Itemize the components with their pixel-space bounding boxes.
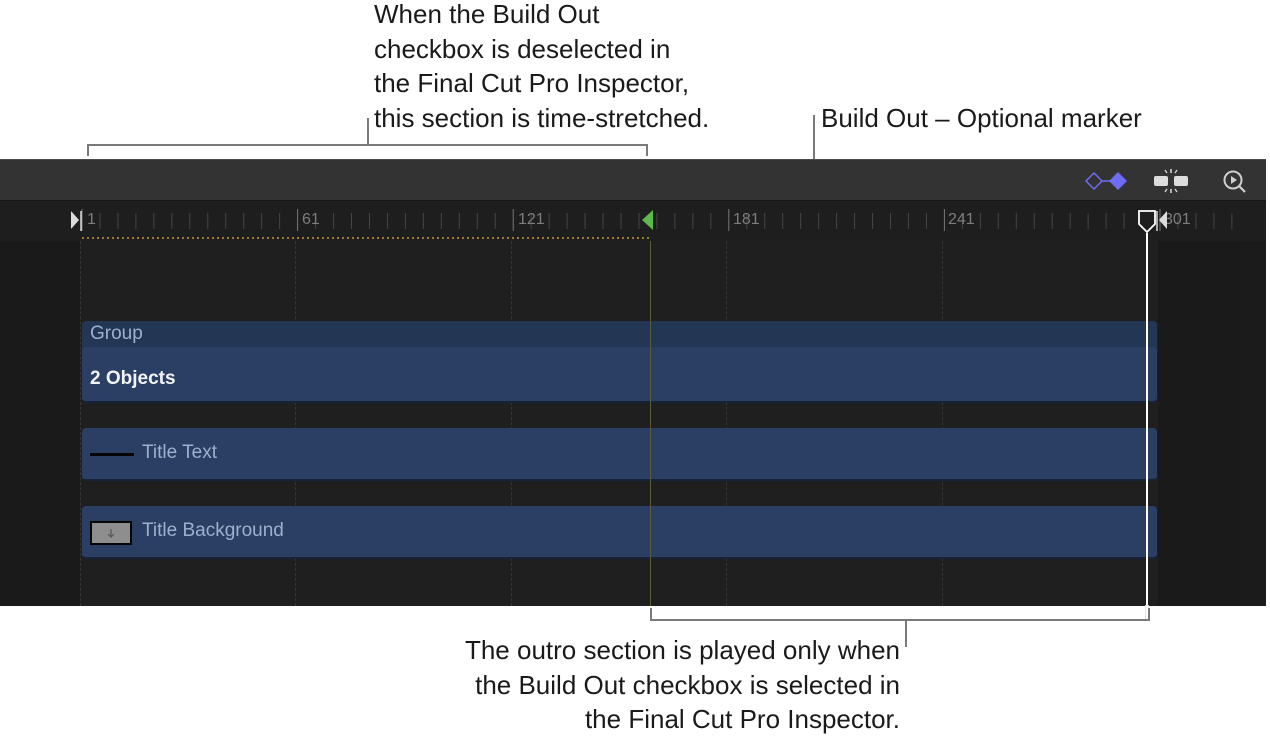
playhead-line: [1146, 233, 1148, 606]
title-background-track[interactable]: Title Background: [82, 506, 1157, 559]
grid-line: [80, 241, 81, 606]
bracket-top-stem: [367, 118, 369, 145]
ruler-label: 241: [948, 211, 975, 228]
bracket-bottom-left-tick: [650, 608, 652, 621]
annotation-build-out-stretch: When the Build Out checkbox is deselecte…: [374, 0, 709, 135]
keyframe-diamonds-button[interactable]: [1084, 168, 1130, 194]
group-track-label: Group: [90, 323, 143, 344]
bracket-bottom-right-tick: [1148, 608, 1150, 621]
annotation-line: the Final Cut Pro Inspector.: [584, 704, 900, 734]
group-object-count: 2 Objects: [90, 368, 176, 389]
bracket-top-left-tick: [87, 144, 89, 156]
bracket-bottom-horizontal: [650, 619, 1150, 621]
text-layer-icon: [90, 453, 134, 456]
group-track-body: [82, 347, 1157, 401]
ruler-label: 121: [518, 211, 545, 228]
grid-line: [726, 241, 727, 606]
outside-range-right: [1158, 241, 1240, 606]
zoom-to-playhead-button[interactable]: [1220, 168, 1250, 194]
group-track[interactable]: Group 2 Objects: [82, 321, 1157, 403]
timeline-panel: 1 61 121 181 241 301 Group: [0, 159, 1266, 606]
title-text-label: Title Text: [142, 442, 217, 463]
bracket-top-horizontal: [87, 144, 648, 146]
timeline-toolbar: [0, 159, 1266, 201]
annotation-line: this section is time-stretched.: [374, 102, 710, 133]
timeline-ruler[interactable]: 1 61 121 181 241 301: [0, 201, 1266, 241]
annotation-line: the Final Cut Pro Inspector,: [374, 68, 690, 98]
grid-line: [295, 241, 296, 606]
keyframe-diamonds-icon: [1084, 171, 1127, 191]
title-background-label: Title Background: [142, 520, 284, 541]
bracket-top-right-tick: [646, 144, 648, 156]
annotation-outro-section: The outro section is played only when th…: [465, 633, 900, 737]
zoom-to-playhead-icon: [1223, 170, 1246, 193]
ruler-ticks: [81, 209, 1233, 239]
play-range-in-marker[interactable]: [70, 209, 82, 233]
bracket-bottom-stem: [905, 619, 907, 647]
annotation-line: The outro section is played only when: [464, 635, 900, 665]
ruler-label: 301: [1164, 211, 1191, 228]
grid-line: [511, 241, 512, 606]
play-range-out-marker[interactable]: [1156, 209, 1168, 233]
annotation-line: When the Build Out: [374, 0, 600, 29]
outside-range-left: [0, 241, 80, 606]
ruler-label: 61: [302, 211, 320, 228]
annotation-line: the Build Out checkbox is selected in: [475, 669, 900, 700]
title-text-track[interactable]: Title Text: [82, 428, 1157, 481]
build-out-marker-line: [650, 241, 651, 606]
snap-split-icon: [1154, 169, 1188, 193]
ruler-label: 181: [733, 211, 760, 228]
grid-line: [942, 241, 943, 606]
background-thumbnail-icon: [90, 521, 132, 545]
build-out-marker-icon[interactable]: [641, 209, 655, 233]
playhead-line-extension: [1146, 606, 1148, 620]
snapping-button[interactable]: [1151, 168, 1191, 194]
vertical-scroll-strip[interactable]: [1240, 241, 1266, 606]
playhead-handle[interactable]: [1137, 209, 1157, 235]
ruler-label: 1: [87, 211, 96, 228]
annotation-line: checkbox is deselected in: [374, 33, 671, 64]
annotation-build-out-marker: Build Out – Optional marker: [821, 103, 1142, 133]
